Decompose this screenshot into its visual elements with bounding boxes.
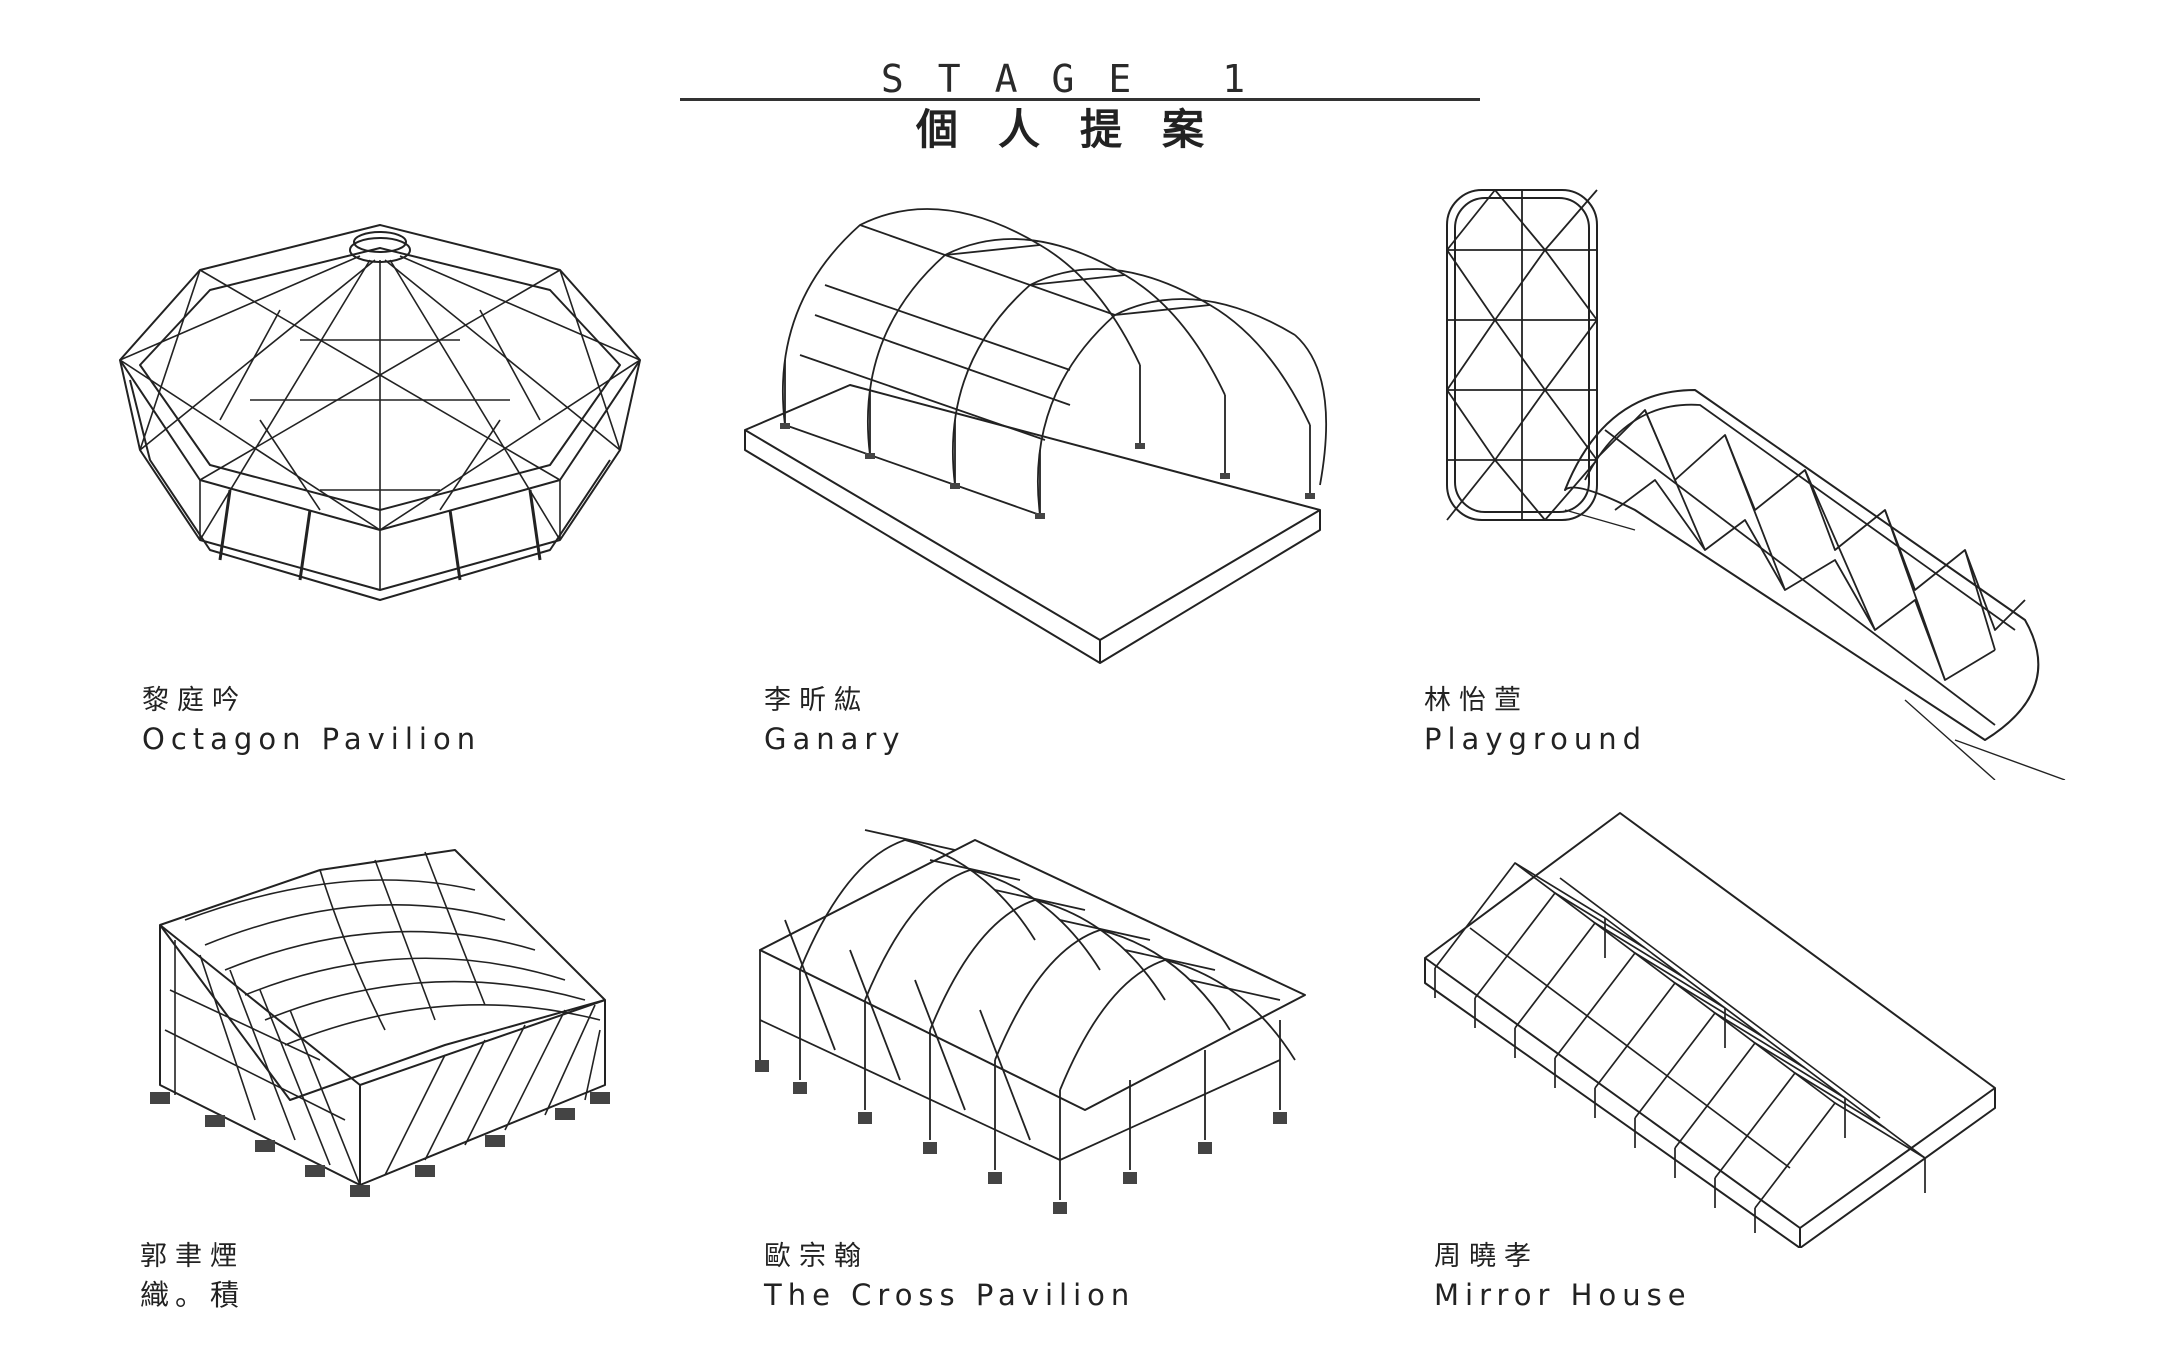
- proposal-author: 林怡萱: [1424, 685, 1529, 716]
- header-divider: [680, 98, 1480, 101]
- proposal-title: Playground: [1424, 722, 1648, 756]
- playground-drawing: [1435, 180, 2075, 780]
- proposal-author: 歐宗翰: [764, 1241, 869, 1272]
- mirror-house-drawing: [1420, 808, 2000, 1248]
- proposal-caption-3: 林怡萱 Playground: [1424, 684, 1984, 758]
- proposal-author: 李昕紘: [764, 685, 869, 716]
- proposal-title: The Cross Pavilion: [764, 1278, 1136, 1312]
- proposal-title: Octagon Pavilion: [142, 722, 482, 756]
- stage-subtitle: 個人提案: [915, 105, 1244, 154]
- ganary-drawing: [740, 185, 1340, 675]
- proposal-author: 郭聿煙: [140, 1241, 245, 1272]
- cross-pavilion-drawing: [755, 820, 1315, 1240]
- proposal-caption-4: 郭聿煙 織。積: [140, 1240, 700, 1314]
- stage-title: STAGE 1: [880, 57, 1280, 101]
- proposal-caption-2: 李昕紘 Ganary: [764, 684, 1324, 758]
- stage-header: STAGE 1 個人提案: [0, 0, 2160, 160]
- proposal-author: 黎庭吟: [142, 685, 247, 716]
- proposal-caption-1: 黎庭吟 Octagon Pavilion: [142, 684, 702, 758]
- weave-stack-drawing: [145, 830, 615, 1210]
- octagon-pavilion-drawing: [100, 220, 660, 610]
- proposal-author: 周曉孝: [1434, 1241, 1539, 1272]
- proposal-title: Mirror House: [1434, 1278, 1692, 1312]
- proposal-title: 織。積: [140, 1278, 246, 1312]
- proposal-caption-5: 歐宗翰 The Cross Pavilion: [764, 1240, 1324, 1314]
- proposal-title: Ganary: [764, 722, 906, 756]
- proposal-caption-6: 周曉孝 Mirror House: [1434, 1240, 1994, 1314]
